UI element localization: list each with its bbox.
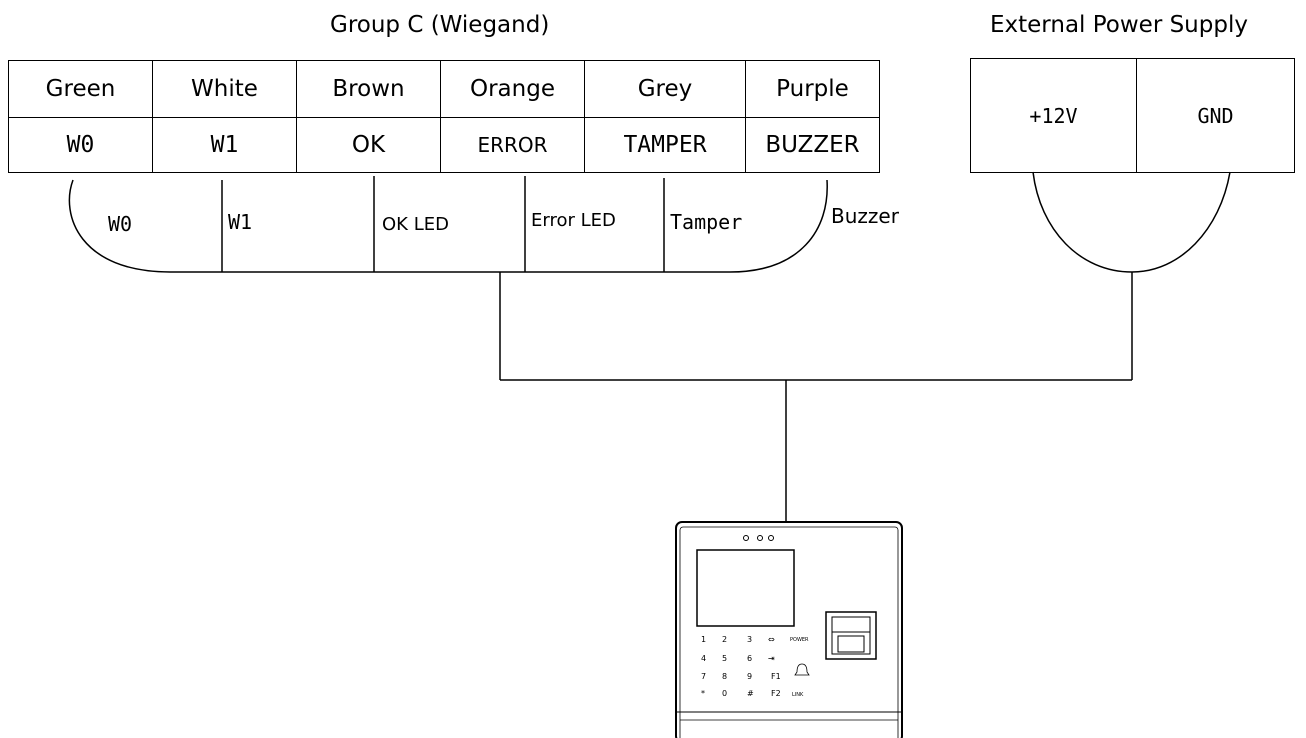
signal-ok: OK xyxy=(296,117,441,173)
card-icon: ⇔ xyxy=(768,635,775,644)
key-0: 0 xyxy=(722,689,728,698)
power-supply-title: External Power Supply xyxy=(990,12,1248,38)
color-grey: Grey xyxy=(584,60,746,118)
group-c-table: Green White Brown Orange Grey Purple W0 … xyxy=(8,60,880,173)
door-icon: ⇥ xyxy=(768,654,775,663)
key-f1: F1 xyxy=(771,672,781,681)
power-table: +12V GND xyxy=(970,58,1295,173)
terminal-gnd: GND xyxy=(1136,58,1295,173)
label-w1: W1 xyxy=(228,210,253,234)
label-tamper: Tamper xyxy=(670,210,743,234)
key-4: 4 xyxy=(701,654,707,663)
power-cable xyxy=(1032,171,1231,273)
key-hash: # xyxy=(747,689,754,698)
terminal-12v: +12V xyxy=(970,58,1137,173)
color-brown: Brown xyxy=(296,60,441,118)
link-indicator-label: LINK xyxy=(792,692,804,698)
terminal-body xyxy=(675,521,903,738)
key-2: 2 xyxy=(722,635,728,644)
group-c-cable xyxy=(68,179,828,273)
access-terminal: 1 2 3 4 5 6 7 8 9 * 0 # ⇔ ⇥ F1 F2 POWER … xyxy=(675,520,903,738)
key-6: 6 xyxy=(747,654,753,663)
key-f2: F2 xyxy=(771,689,781,698)
key-9: 9 xyxy=(747,672,753,681)
color-green: Green xyxy=(8,60,153,118)
label-w0: W0 xyxy=(108,212,133,236)
key-1: 1 xyxy=(701,635,707,644)
key-5: 5 xyxy=(722,654,728,663)
signal-error: ERROR xyxy=(440,117,585,173)
label-ok-led: OK LED xyxy=(382,214,449,235)
key-7: 7 xyxy=(701,672,707,681)
color-purple: Purple xyxy=(745,60,880,118)
key-star: * xyxy=(701,689,705,698)
signal-tamper: TAMPER xyxy=(584,117,746,173)
label-error-led: Error LED xyxy=(531,210,616,231)
signal-w1: W1 xyxy=(152,117,297,173)
signal-buzzer: BUZZER xyxy=(745,117,880,173)
label-buzzer: Buzzer xyxy=(831,204,899,228)
power-indicator-label: POWER xyxy=(790,637,809,643)
key-3: 3 xyxy=(747,635,753,644)
group-c-title: Group C (Wiegand) xyxy=(330,12,550,38)
key-8: 8 xyxy=(722,672,728,681)
